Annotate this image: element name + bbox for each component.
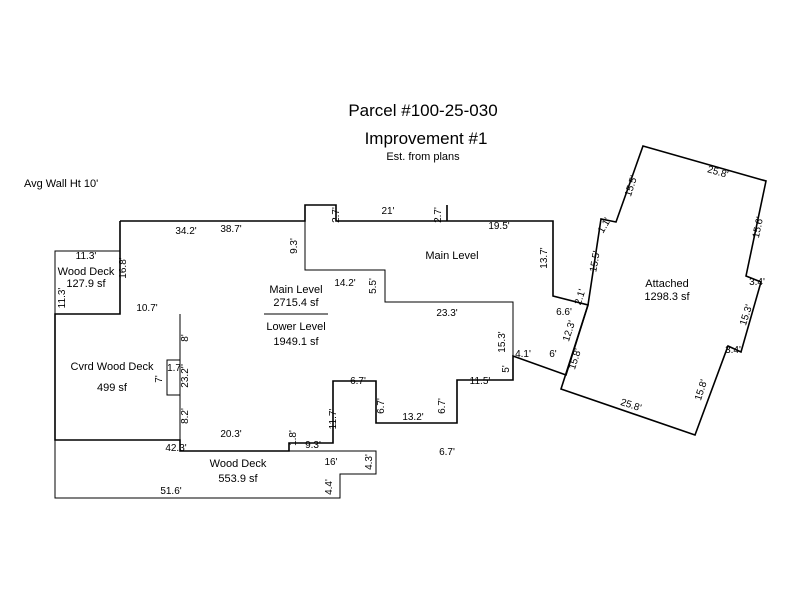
dim-label: 4.3' (364, 454, 375, 470)
dim-label: 15.5' (623, 174, 640, 198)
dim-label: 3.4' (725, 345, 741, 356)
dim-label: 6' (549, 349, 557, 360)
attached-label: Attached (645, 278, 688, 290)
dim-label: 23.3' (436, 308, 457, 319)
dim-label: 11.3' (76, 251, 97, 262)
dim-label: 15.5' (588, 250, 603, 273)
small-deck-area: 127.9 sf (66, 278, 106, 290)
dim-label: 51.6' (160, 486, 181, 497)
dim-label: 1.8' (288, 430, 299, 446)
dim-label: 34.2' (175, 226, 196, 237)
dim-label: 1.1' (596, 216, 613, 235)
dim-label: 9.3' (289, 238, 300, 254)
dim-label: 6.7' (439, 447, 455, 458)
large-wood-deck-outline (54, 440, 377, 499)
dim-label: 11.3' (57, 288, 68, 309)
dim-label: 13.2' (402, 412, 423, 423)
main-level-area: 2715.4 sf (273, 297, 319, 309)
dim-label: 16.8' (118, 257, 129, 278)
dim-label: 11.7' (328, 409, 339, 430)
dim-label: 14.2' (334, 278, 355, 289)
dim-label: 2.7' (433, 207, 444, 223)
large-deck-area: 553.9 sf (218, 473, 258, 485)
attached-outline (559, 145, 767, 437)
lower-level-label: Lower Level (266, 321, 325, 333)
dim-label: 15.8' (693, 378, 710, 402)
covered-deck-bump (166, 359, 180, 396)
dim-label: 12.3' (561, 319, 578, 343)
main-level-outline (54, 204, 590, 452)
dim-label: 8.2' (180, 408, 191, 424)
attached-area: 1298.3 sf (644, 291, 690, 303)
dim-label: 4.4' (324, 479, 335, 495)
main-level-step-line (304, 221, 514, 356)
dim-label: 3.4' (749, 277, 765, 288)
main-level-label: Main Level (269, 284, 322, 296)
dim-label: 15.8' (567, 347, 584, 371)
dim-label: 16' (324, 457, 337, 468)
large-deck-label: Wood Deck (210, 458, 267, 470)
wall-height-label: Avg Wall Ht 10' (24, 178, 98, 190)
dim-label: 23.2' (180, 366, 191, 387)
dim-label: 6.7' (437, 398, 448, 414)
dim-label: 38.7' (220, 224, 241, 235)
dim-label: 6.6' (556, 307, 572, 318)
main-level-right-label: Main Level (425, 250, 478, 262)
covered-deck-label: Cvrd Wood Deck (71, 361, 154, 373)
dim-label: 6.7' (376, 398, 387, 414)
small-deck-label: Wood Deck (58, 266, 115, 278)
dim-label: 42.3' (165, 443, 186, 454)
dim-label: 1.7' (167, 363, 183, 374)
dim-label: 10.7' (136, 303, 157, 314)
dim-label: 5' (501, 365, 512, 373)
dim-label: 15.3' (497, 331, 508, 352)
dim-label: 21' (381, 206, 394, 217)
dim-label: 15.6' (751, 216, 766, 239)
dim-label: 11.5' (470, 376, 491, 387)
dim-label: 9.3' (305, 440, 321, 451)
dim-label: 20.3' (220, 429, 241, 440)
estimate-note: Est. from plans (386, 151, 460, 163)
dim-label: 5.5' (368, 278, 379, 294)
dim-label: 2.7' (331, 207, 342, 223)
dim-label: 25.8' (706, 164, 730, 180)
lower-level-area: 1949.1 sf (273, 336, 319, 348)
dim-label: 13.7' (539, 247, 550, 268)
small-wood-deck-outline (54, 250, 120, 314)
dim-label: 6.7' (350, 376, 366, 387)
dim-label: 19.5' (488, 221, 509, 232)
dim-label: 2.1' (573, 288, 588, 307)
dim-label: 4.1' (515, 349, 531, 360)
parcel-title: Parcel #100-25-030 (348, 101, 497, 120)
improvement-title: Improvement #1 (365, 129, 488, 148)
dim-label: 7' (154, 375, 165, 383)
covered-deck-area: 499 sf (97, 382, 128, 394)
dim-label: 25.8' (619, 397, 643, 414)
dim-label: 15.3' (738, 303, 755, 327)
dim-label: 8' (180, 334, 191, 342)
